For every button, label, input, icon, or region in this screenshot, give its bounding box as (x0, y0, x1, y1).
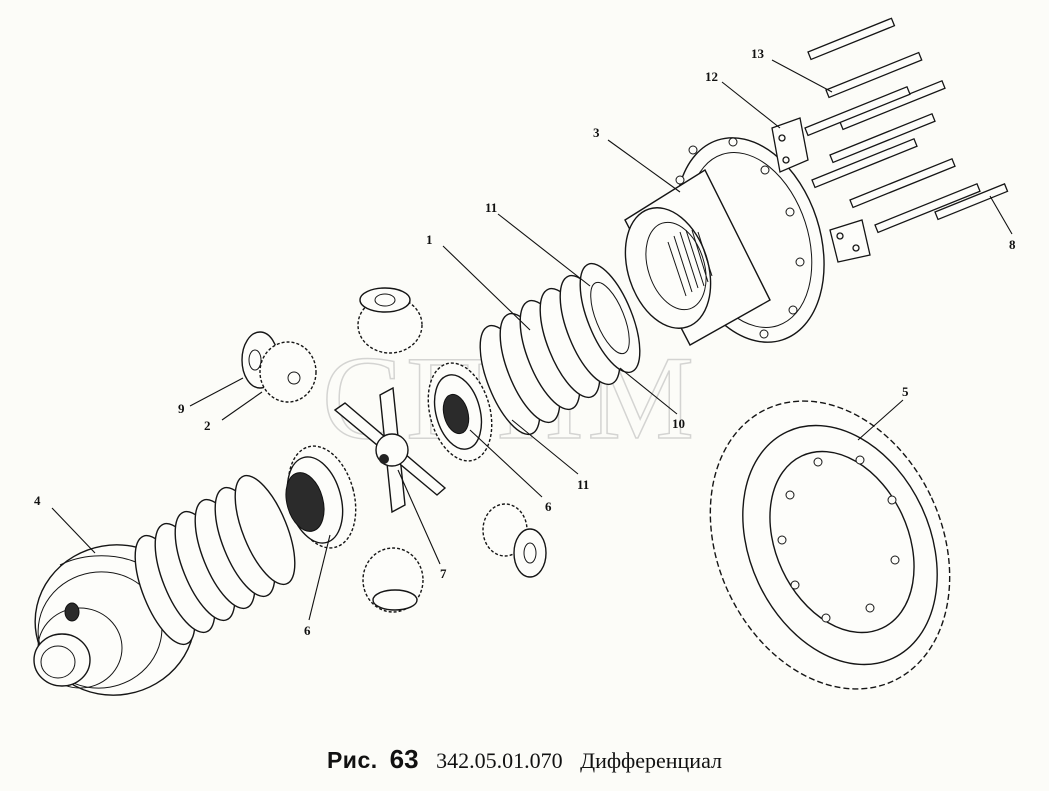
part-title: Дифференциал (580, 748, 723, 773)
callout-3: 3 (593, 125, 600, 140)
callout-6-left: 6 (304, 623, 311, 638)
differential-cross (333, 386, 447, 514)
callout-12: 12 (705, 69, 718, 84)
pinion-gear-right (482, 503, 547, 578)
callout-7: 7 (440, 566, 447, 581)
callout-11-top: 11 (485, 200, 497, 215)
lock-plates (771, 117, 871, 263)
side-gear-right (427, 362, 493, 462)
bolt-set (804, 17, 1009, 234)
callout-8: 8 (1009, 237, 1016, 252)
friction-disc-pack-right (479, 262, 641, 436)
callout-5: 5 (902, 384, 909, 399)
pinion-gear-left (241, 331, 317, 403)
part-code: 342.05.01.070 (436, 748, 563, 773)
callout-11-bottom: 11 (577, 477, 589, 492)
callout-13: 13 (751, 46, 765, 61)
callout-2: 2 (204, 418, 211, 433)
callout-labels: 1 2 3 4 5 6 6 7 8 9 10 11 11 12 13 (34, 46, 1016, 638)
ring-gear (709, 400, 951, 690)
figure-number: 63 (389, 744, 419, 774)
friction-disc-pack-left (134, 474, 296, 646)
callout-9: 9 (178, 401, 185, 416)
case-half-right (624, 137, 825, 346)
callout-6-right: 6 (545, 499, 552, 514)
pinion-gear-bottom (362, 547, 424, 613)
callout-1: 1 (426, 232, 433, 247)
figure-prefix: Рис. (326, 747, 378, 773)
pinion-gear-top (357, 287, 423, 354)
callout-4: 4 (34, 493, 41, 508)
figure-caption: Рис. 63 342.05.01.070 Дифференциал (0, 744, 1049, 775)
leader-lines (51, 59, 1013, 621)
callout-10: 10 (672, 416, 685, 431)
side-gear-left (285, 445, 357, 549)
